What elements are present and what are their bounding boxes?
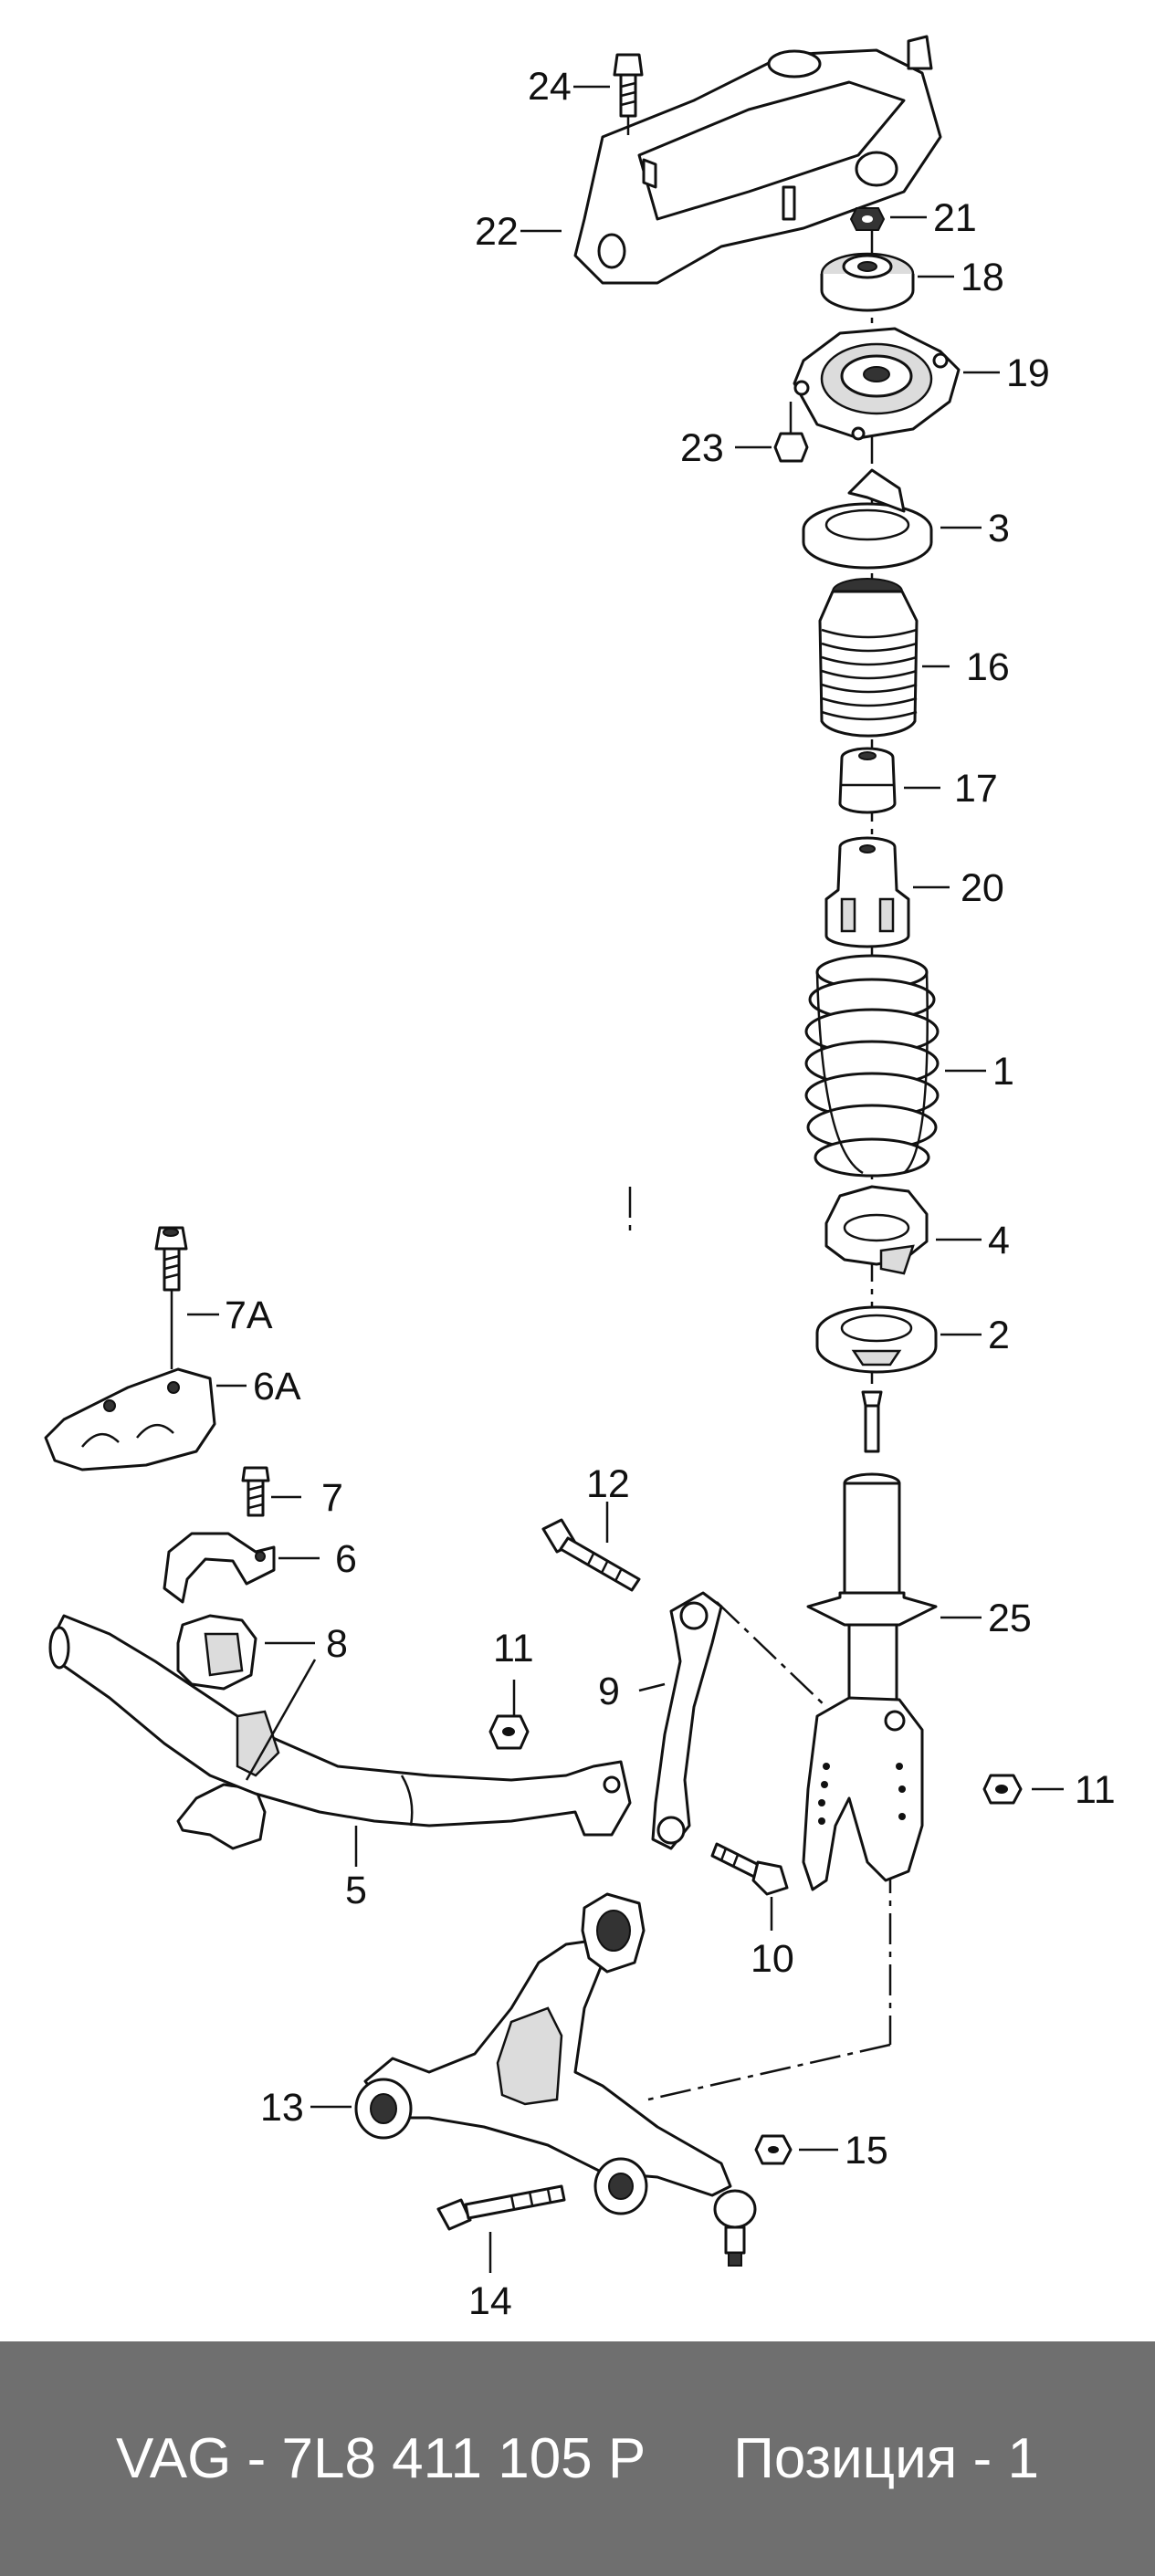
bracket-stud — [782, 185, 796, 221]
part-3-seat-ring — [802, 468, 933, 570]
part-5-stabilizer-bar — [48, 1614, 632, 1837]
callout-1: 1 — [992, 1050, 1014, 1094]
callout-18: 18 — [961, 256, 1004, 299]
part-number: VAG - 7L8 411 105 P — [116, 2427, 646, 2490]
callout-7: 7 — [321, 1476, 343, 1520]
part-6-clamp — [163, 1532, 276, 1604]
part-18-bearing — [820, 252, 915, 312]
callout-25: 25 — [988, 1597, 1032, 1640]
part-7-bolt — [241, 1466, 270, 1517]
callout-23: 23 — [680, 426, 724, 470]
part-10-bolt — [710, 1842, 789, 1896]
callout-8: 8 — [326, 1622, 348, 1666]
steering-knuckle — [802, 1696, 924, 1891]
part-23-nut — [773, 402, 809, 463]
part-8-bushing-lower — [176, 1783, 267, 1850]
callout-3: 3 — [988, 507, 1010, 550]
part-4-spring-isolator — [824, 1185, 929, 1275]
callout-11-right: 11 — [1075, 1768, 1116, 1812]
callout-16: 16 — [966, 645, 1010, 689]
callout-21: 21 — [933, 196, 977, 240]
leader-lines — [187, 85, 1064, 2273]
part-9-coupling-rod — [651, 1591, 723, 1850]
callout-20: 20 — [961, 866, 1004, 910]
callout-10: 10 — [751, 1937, 794, 1981]
footer-text-row: VAG - 7L8 411 105 P Позиция - 1 — [116, 2426, 1039, 2491]
part-14-bolt — [436, 2184, 566, 2231]
part-11-nut-right — [982, 1774, 1023, 1805]
part-info-footer: VAG - 7L8 411 105 P Позиция - 1 — [0, 2341, 1155, 2576]
callout-19: 19 — [1006, 351, 1050, 395]
callout-15: 15 — [845, 2129, 888, 2173]
part-15-nut — [754, 2134, 793, 2165]
part-25-shock-absorber — [806, 1390, 938, 1709]
callout-14: 14 — [468, 2279, 512, 2323]
part-12-bolt — [541, 1518, 641, 1592]
callout-24: 24 — [528, 65, 572, 109]
callout-12: 12 — [586, 1462, 630, 1506]
part-11-nut-left — [488, 1714, 530, 1750]
part-21-nut — [849, 207, 886, 231]
part-2-lower-seat — [815, 1305, 938, 1374]
callout-2: 2 — [988, 1314, 1010, 1357]
part-22-mounting-bracket — [573, 35, 942, 285]
callout-11-left: 11 — [493, 1627, 534, 1670]
callout-9: 9 — [598, 1670, 620, 1713]
part-6A-bracket-plate — [44, 1367, 216, 1471]
callout-22: 22 — [475, 210, 519, 254]
callout-labels: 24 22 21 18 19 23 3 16 17 20 1 4 2 7A 6A… — [225, 65, 1116, 2323]
part-19-strut-mount — [793, 327, 961, 441]
part-16-protective-boot — [818, 578, 919, 738]
part-17-bump-stop — [838, 747, 897, 814]
part-7A-bolt — [154, 1226, 188, 1369]
callout-17: 17 — [954, 767, 998, 811]
callout-6A: 6A — [253, 1365, 301, 1408]
callout-7A: 7A — [225, 1293, 273, 1337]
callout-5: 5 — [345, 1869, 367, 1912]
callout-4: 4 — [988, 1219, 1010, 1262]
part-20-stop-buffer — [824, 836, 910, 948]
part-1-coil-spring — [804, 954, 940, 1178]
position-label: Позиция - 1 — [733, 2427, 1039, 2490]
part-13-control-arm — [354, 1892, 757, 2267]
callout-13: 13 — [260, 2086, 304, 2130]
part-24-bolt — [613, 53, 644, 135]
part-8-bushing-upper — [176, 1614, 257, 1691]
suspension-exploded-diagram: 24 22 21 18 19 23 3 16 17 20 1 4 2 7A 6A… — [44, 35, 1116, 2323]
callout-6: 6 — [335, 1537, 357, 1581]
